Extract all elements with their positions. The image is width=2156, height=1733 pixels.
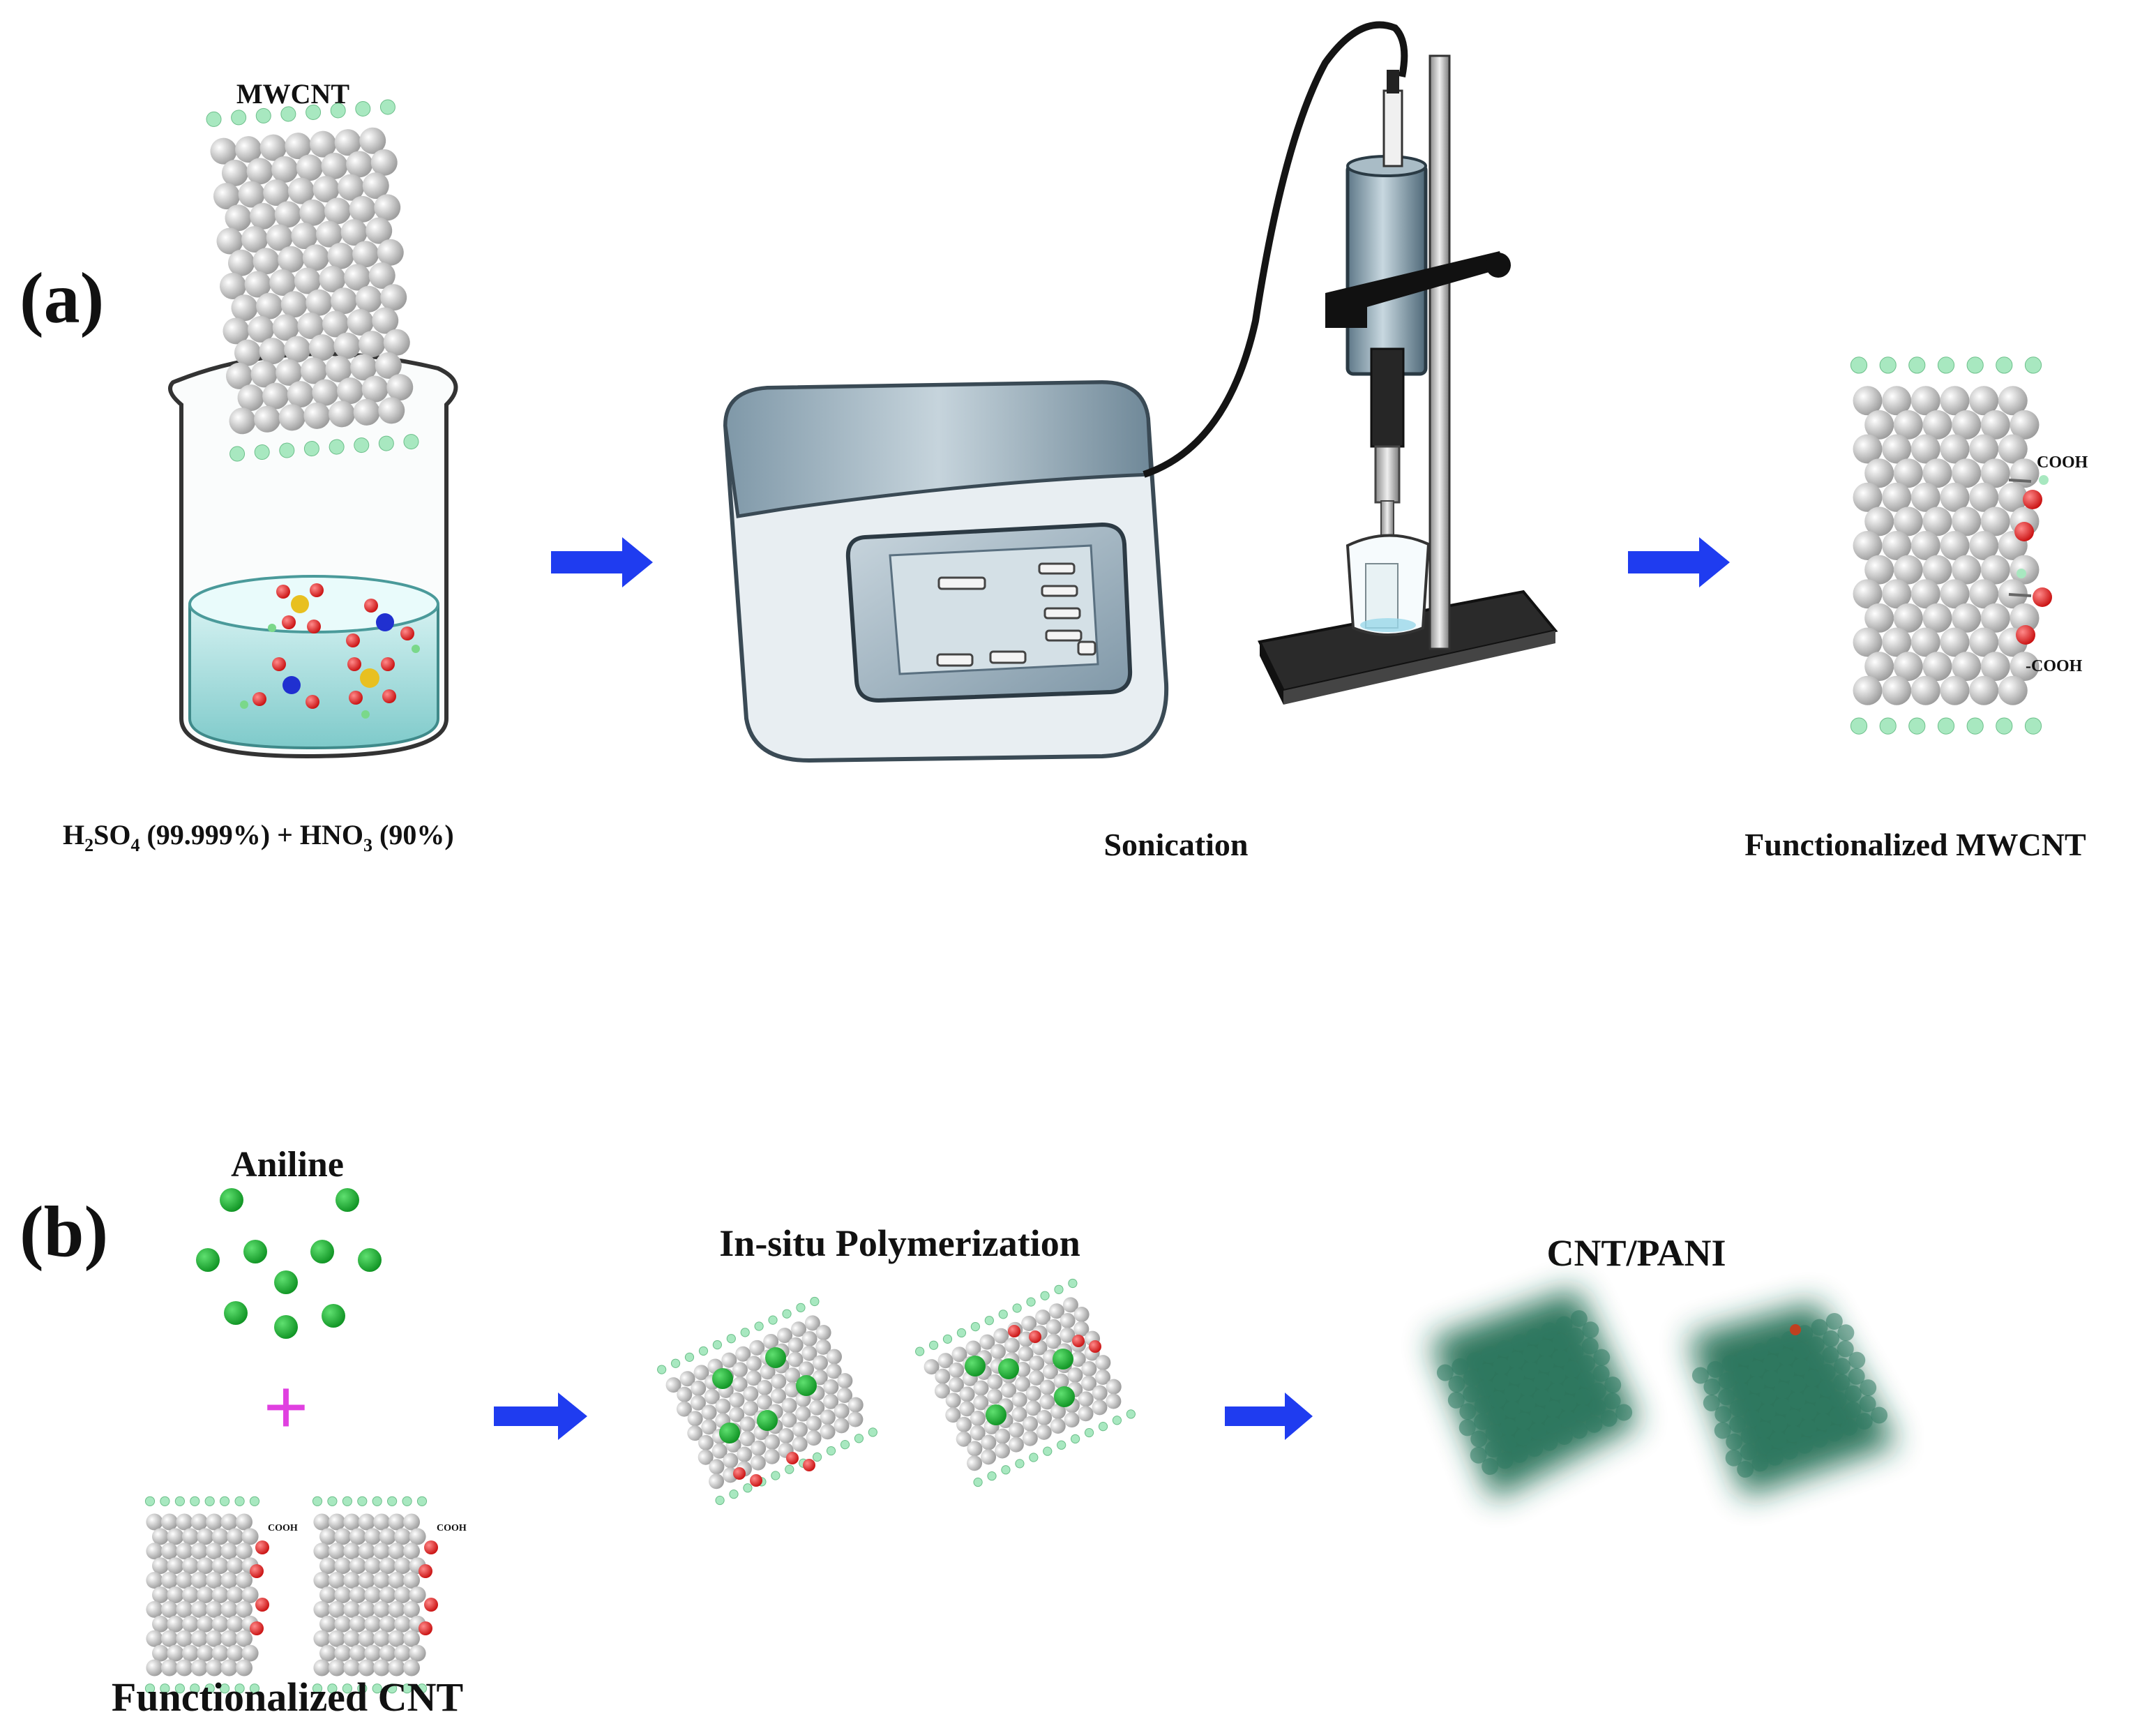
bound-aniline-dot: [1053, 1349, 1073, 1370]
aniline-molecules: [196, 1188, 382, 1339]
oxygen-atom: [733, 1467, 746, 1480]
functionalized-mwcnt-label: Functionalized MWCNT: [1744, 827, 2086, 862]
oxygen-atom: [803, 1459, 815, 1471]
cooh-small-label-1: COOH: [268, 1523, 298, 1533]
cooh-label-bottom: -COOH: [2026, 657, 2083, 675]
functionalized-cnt-icon-2: [312, 1496, 428, 1694]
oxygen-atom: [1029, 1330, 1041, 1343]
aniline-dot: [243, 1240, 267, 1263]
oxygen-atom: [1008, 1325, 1020, 1337]
oxygen-atom: [1072, 1335, 1085, 1347]
functionalized-cnt-icon-1: [144, 1496, 260, 1694]
bound-aniline-dot: [712, 1368, 733, 1389]
cooh-small-label-2: COOH: [437, 1523, 467, 1533]
plus-sign: +: [264, 1364, 308, 1450]
right-arrow-icon: [551, 537, 653, 587]
aniline-dot: [336, 1188, 359, 1212]
oxygen-atom: [786, 1452, 799, 1464]
right-arrow-icon: [1225, 1393, 1313, 1440]
panel-b-label: (b): [20, 1192, 108, 1272]
cooh-groups: [2008, 475, 2052, 645]
bound-aniline-dot: [765, 1347, 786, 1368]
polymerization-label: In-situ Polymerization: [719, 1222, 1080, 1264]
panel-a: (a) MWCNT: [20, 21, 2088, 862]
functionalized-cnt-label: Functionalized CNT: [112, 1674, 463, 1720]
oxygen-atom: [1089, 1340, 1101, 1353]
polymerizing-cnt-icon-2: [915, 1278, 1136, 1487]
sonicator-icon: [723, 380, 1169, 763]
panel-b: (b) Aniline + COOH COOH Functionalized C…: [20, 1145, 1897, 1720]
aniline-dot: [358, 1248, 382, 1272]
aniline-label: Aniline: [231, 1145, 344, 1185]
sonicator-cable: [1143, 21, 1408, 478]
mwcnt-nanotube-icon: [206, 99, 419, 462]
polymerizing-cnt-icon-1: [657, 1296, 877, 1506]
aniline-dot: [224, 1301, 248, 1325]
bound-aniline-dot: [796, 1375, 817, 1396]
acid-molecules: [240, 583, 420, 719]
mwcnt-label: MWCNT: [236, 78, 350, 110]
aniline-dot: [310, 1240, 334, 1263]
panel-a-label: (a): [20, 258, 104, 338]
aniline-dot: [196, 1248, 220, 1272]
bound-aniline-dot: [719, 1423, 740, 1443]
right-arrow-icon: [1628, 537, 1730, 587]
sonication-label: Sonication: [1103, 827, 1248, 862]
composite-label: CNT/PANI: [1546, 1232, 1726, 1274]
cnt-pani-composite-2: [1688, 1302, 1897, 1497]
cnt-pani-composite-1: [1430, 1288, 1639, 1500]
oxygen-atom: [750, 1474, 762, 1487]
bound-aniline-dot: [1054, 1386, 1075, 1407]
bound-aniline-dot: [965, 1356, 986, 1376]
stand-icon: [1258, 54, 1558, 705]
aniline-dot: [220, 1188, 243, 1212]
cooh-small-groups: [250, 1540, 438, 1635]
right-arrow-icon: [494, 1393, 587, 1440]
acid-label: H2SO4 (99.999%) + HNO3 (90%): [63, 819, 454, 855]
cooh-label-top: COOH: [2037, 453, 2088, 472]
bound-aniline-dot: [757, 1410, 778, 1431]
aniline-dot: [274, 1315, 298, 1339]
bound-aniline-dot: [986, 1404, 1007, 1425]
aniline-dot: [322, 1304, 345, 1328]
bound-aniline-dot: [998, 1358, 1019, 1379]
aniline-dot: [274, 1270, 298, 1294]
functionalized-mwcnt-icon: [1850, 357, 2042, 735]
